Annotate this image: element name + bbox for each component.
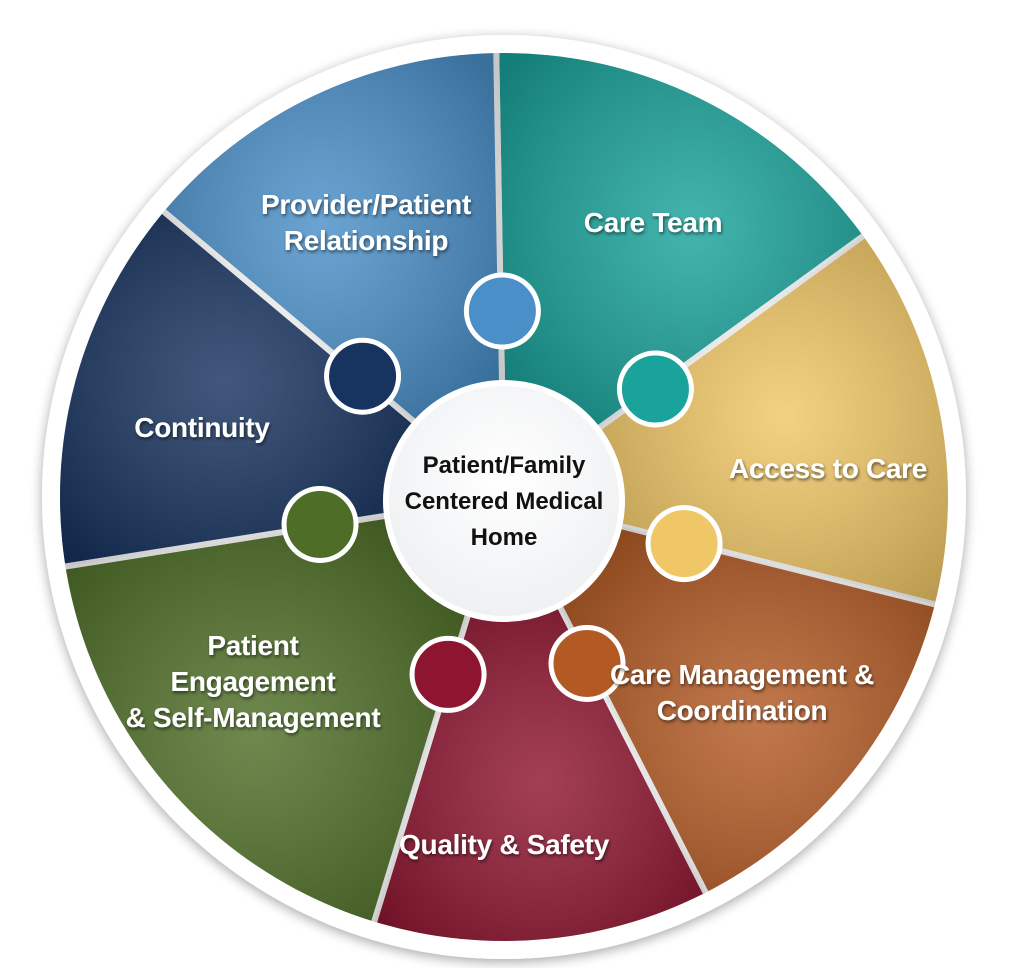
segment-shading <box>553 523 948 920</box>
segment-shading <box>60 513 473 941</box>
segment-label-line: Access to Care <box>729 453 927 484</box>
segment-label-continuity: Continuity <box>134 412 270 443</box>
segment-label-access-to-care: Access to Care <box>729 453 927 484</box>
hub-circle <box>383 380 625 622</box>
segment-label-line: Care Team <box>584 207 722 238</box>
segment-label-line: Continuity <box>134 412 270 443</box>
segment-label-line: Care Management & <box>610 659 874 690</box>
segment-label-line: Quality & Safety <box>399 829 610 860</box>
hub-title-line: Patient/Family <box>423 452 586 479</box>
segment-shading <box>60 192 422 572</box>
segment-label-line: Patient <box>207 630 298 661</box>
puzzle-knob <box>548 624 626 702</box>
segment-label-care-team: Care Team <box>584 207 722 238</box>
puzzle-knob <box>281 485 359 563</box>
puzzle-knob <box>409 635 487 713</box>
segment-label-line: Provider/Patient <box>261 189 471 220</box>
hub-title-line: Home <box>471 524 538 551</box>
puzzle-knob <box>616 350 694 428</box>
puzzle-knob <box>645 505 723 583</box>
segment-label-quality-safety: Quality & Safety <box>399 829 610 860</box>
puzzle-knob <box>463 272 541 350</box>
segment-label-line: Coordination <box>657 695 828 726</box>
segment-label-line: & Self-Management <box>126 702 381 733</box>
puzzle-knob <box>324 337 402 415</box>
hub-title-line: Centered Medical <box>405 488 604 515</box>
segment-label-line: Relationship <box>284 225 448 256</box>
segment-label-line: Engagement <box>170 666 335 697</box>
segment-label-care-management-coordination: Care Management & Coordination <box>610 659 874 726</box>
